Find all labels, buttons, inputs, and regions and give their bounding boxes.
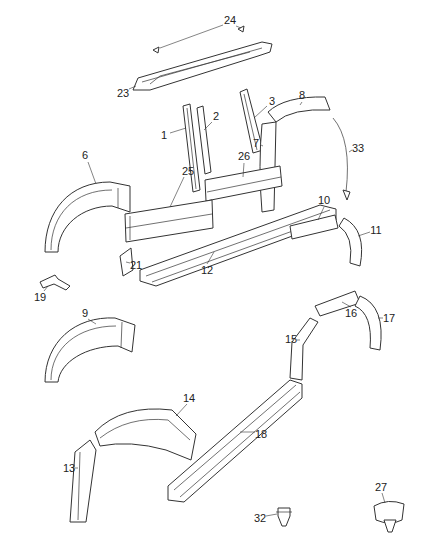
callout-number: 2: [213, 111, 219, 122]
callout-number: 26: [238, 151, 250, 162]
callout-number: 25: [182, 166, 194, 177]
leader-line: [342, 302, 351, 307]
callout-number: 27: [375, 482, 387, 493]
rocker-molding: [140, 205, 336, 286]
leader-lines: [44, 25, 385, 516]
leader-line: [88, 162, 96, 184]
leader-line: [358, 232, 370, 236]
leader-line: [382, 493, 385, 503]
trim-piece: [70, 440, 96, 522]
molding-detail: [207, 177, 281, 192]
callout-number: 23: [117, 88, 129, 99]
leader-line: [176, 404, 187, 416]
callout-number: 32: [254, 513, 266, 524]
leader-line: [75, 468, 78, 469]
flare-detail: [100, 419, 190, 440]
callout-number: 12: [201, 265, 213, 276]
leader-line: [204, 122, 212, 130]
callout-number: 8: [299, 90, 305, 101]
wheel-flare: [290, 215, 338, 239]
applique-detail: [187, 108, 196, 189]
leader-line: [160, 25, 241, 48]
clip: [40, 275, 70, 290]
leader-line: [240, 432, 255, 433]
callout-number: 1: [161, 130, 167, 141]
pillar-applique: [183, 104, 200, 192]
rocker-detail: [146, 210, 334, 282]
leader-line: [170, 128, 186, 133]
callout-number: 33: [352, 143, 364, 154]
callout-number: 21: [130, 260, 142, 271]
callout-number: 3: [269, 96, 275, 107]
trim-detail: [78, 452, 80, 520]
callout-number: 11: [370, 225, 381, 236]
callout-number: 17: [383, 313, 395, 324]
leader-line: [318, 207, 324, 220]
callout-number: 24: [224, 15, 236, 26]
seal-end: [343, 190, 350, 200]
push-fastener-stem: [384, 520, 396, 532]
leader-line: [261, 145, 263, 146]
leader-line: [126, 262, 130, 263]
callout-number: 10: [318, 195, 330, 206]
callout-number: 16: [345, 308, 357, 319]
wheel-flare: [290, 318, 318, 380]
wheel-flare: [45, 318, 135, 382]
callout-number: 7: [253, 138, 259, 149]
wheel-flare: [339, 218, 362, 266]
clip: [278, 508, 290, 526]
leader-line: [378, 318, 383, 319]
leader-line: [44, 286, 48, 291]
callout-number: 19: [34, 292, 46, 303]
leader-line: [297, 340, 300, 341]
screw: [153, 47, 159, 53]
clip-detail: [276, 512, 292, 513]
leader-line: [88, 319, 96, 324]
callout-number: 6: [82, 150, 88, 161]
callout-number: 18: [255, 429, 267, 440]
wheel-flare: [268, 97, 330, 122]
leader-line: [300, 102, 302, 105]
wheel-flare: [95, 409, 196, 460]
pillar-applique: [197, 106, 211, 174]
wheel-flare: [45, 182, 130, 252]
callout-number: 14: [183, 393, 195, 404]
callout-number: 13: [63, 463, 75, 474]
roof-rail: [133, 42, 272, 90]
molding-detail: [126, 214, 212, 240]
seal-strip: [333, 118, 347, 192]
roof-rail-detail: [142, 48, 262, 84]
flare-detail: [51, 188, 118, 250]
leader-line: [207, 252, 214, 264]
leader-line: [266, 514, 277, 516]
flare-detail: [51, 322, 122, 380]
wheel-flare: [355, 296, 381, 350]
leader-line: [349, 150, 352, 152]
leader-line: [170, 177, 184, 207]
leader-line: [254, 106, 267, 118]
callout-number: 9: [82, 308, 88, 319]
leader-line: [129, 86, 136, 89]
pillar-applique: [240, 89, 263, 153]
leader-line: [243, 163, 244, 177]
door-molding: [125, 200, 213, 242]
callout-number: 15: [285, 334, 297, 345]
